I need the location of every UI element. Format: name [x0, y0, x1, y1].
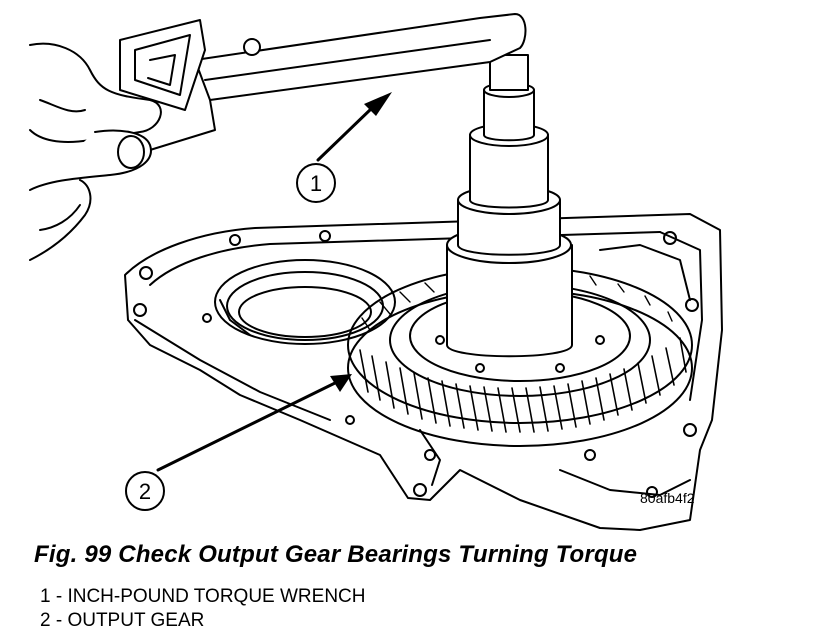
callout-2-number: 2	[139, 479, 151, 504]
case-plate	[124, 213, 723, 531]
shaft-adapter	[446, 54, 573, 358]
hand	[29, 42, 162, 261]
figure-code: 80afb4f2	[640, 490, 695, 506]
legend: 1 - INCH-POUND TORQUE WRENCH 2 - OUTPUT …	[40, 585, 365, 633]
technical-illustration: 1 2	[29, 13, 723, 531]
figure-caption: Fig. 99 Check Output Gear Bearings Turni…	[34, 541, 638, 568]
legend-item: 2 - OUTPUT GEAR	[40, 610, 205, 631]
torque-wrench	[119, 13, 527, 151]
callout-1-circle	[296, 163, 336, 203]
callout-1-number: 1	[310, 171, 322, 196]
legend-item: 1 - INCH-POUND TORQUE WRENCH	[40, 586, 366, 607]
callout-2-circle	[125, 471, 165, 511]
arrowhead-2	[330, 374, 352, 392]
leader-arrows	[156, 106, 374, 472]
arrowhead-1	[364, 92, 392, 116]
